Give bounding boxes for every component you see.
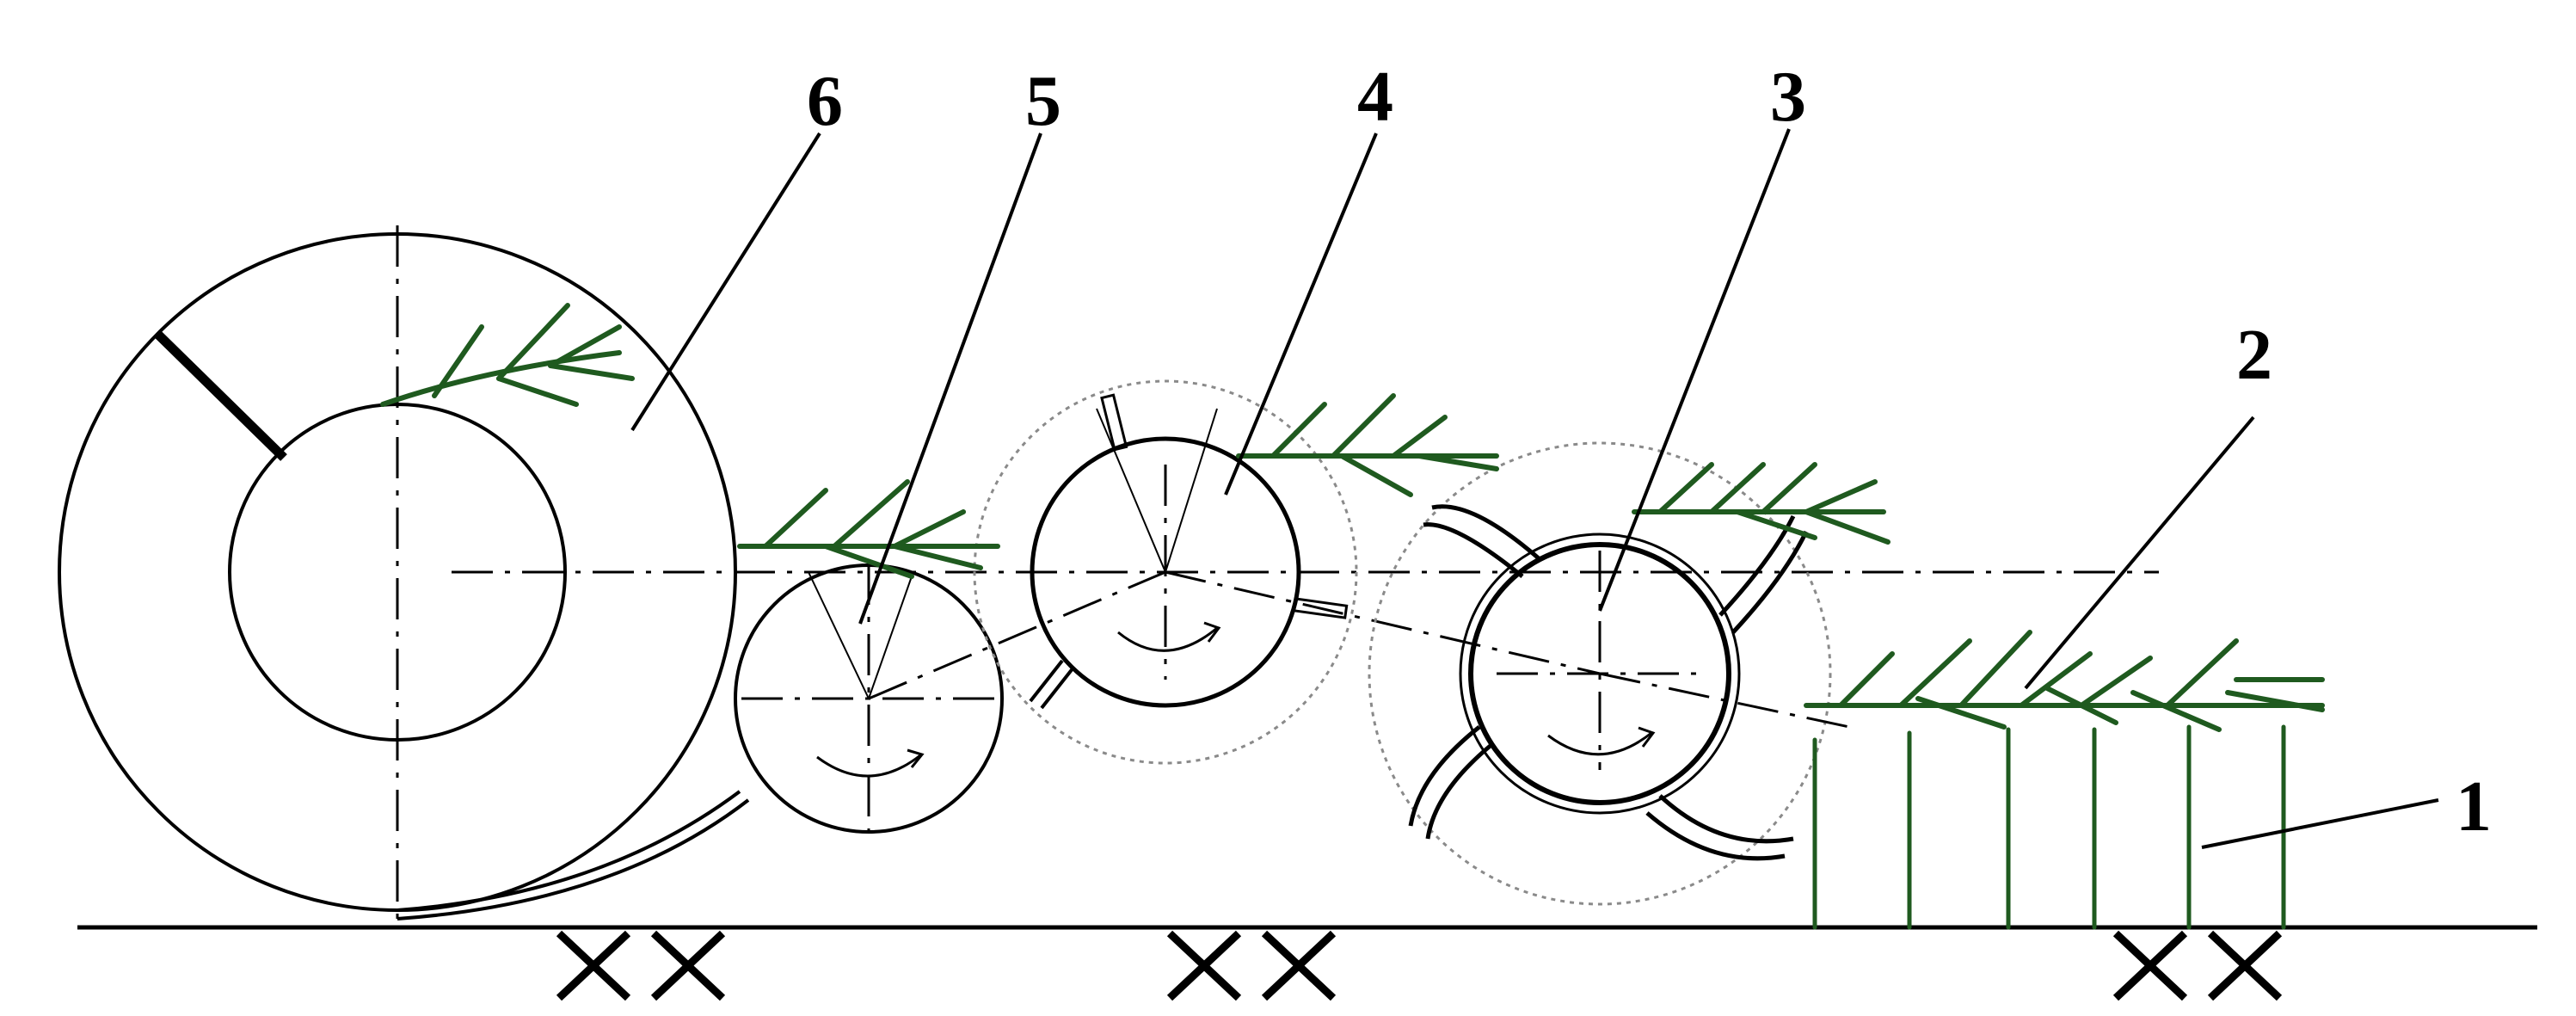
picking-rotor <box>1368 441 1832 906</box>
soil-marks-middle <box>1166 930 1337 1001</box>
roller-5-to-4-link <box>868 570 1166 700</box>
part-label-3: 3 <box>1770 57 1806 137</box>
stalk-on-feed-roller <box>1236 393 1499 497</box>
stalk-on-small-roller <box>737 479 1000 579</box>
rotor-to-row-link <box>1599 672 1850 729</box>
soil-marks-right <box>2112 930 2283 1001</box>
part-label-5: 5 <box>1025 61 1061 141</box>
leader-lines <box>630 128 2439 849</box>
plant-tops <box>1804 630 2325 732</box>
part-label-6: 6 <box>807 61 843 141</box>
stalk-on-rotor <box>1632 462 1891 545</box>
collecting-drum <box>58 225 750 922</box>
stalk-on-drum <box>380 303 635 407</box>
soil-marks-left <box>556 930 726 1001</box>
part-label-4: 4 <box>1357 57 1393 137</box>
leader-5 <box>858 132 1042 625</box>
roller-4-to-3-link <box>1165 570 1601 675</box>
leader-4 <box>1224 132 1378 496</box>
leader-6 <box>630 132 821 432</box>
part-label-2: 2 <box>2236 315 2272 395</box>
feed-roller <box>973 379 1358 765</box>
leader-1 <box>2201 798 2439 849</box>
small-roller <box>734 563 1004 834</box>
leader-3 <box>1598 128 1791 612</box>
leader-2 <box>2024 416 2255 690</box>
standing-stalks <box>1812 724 2286 930</box>
part-label-1: 1 <box>2456 767 2492 847</box>
